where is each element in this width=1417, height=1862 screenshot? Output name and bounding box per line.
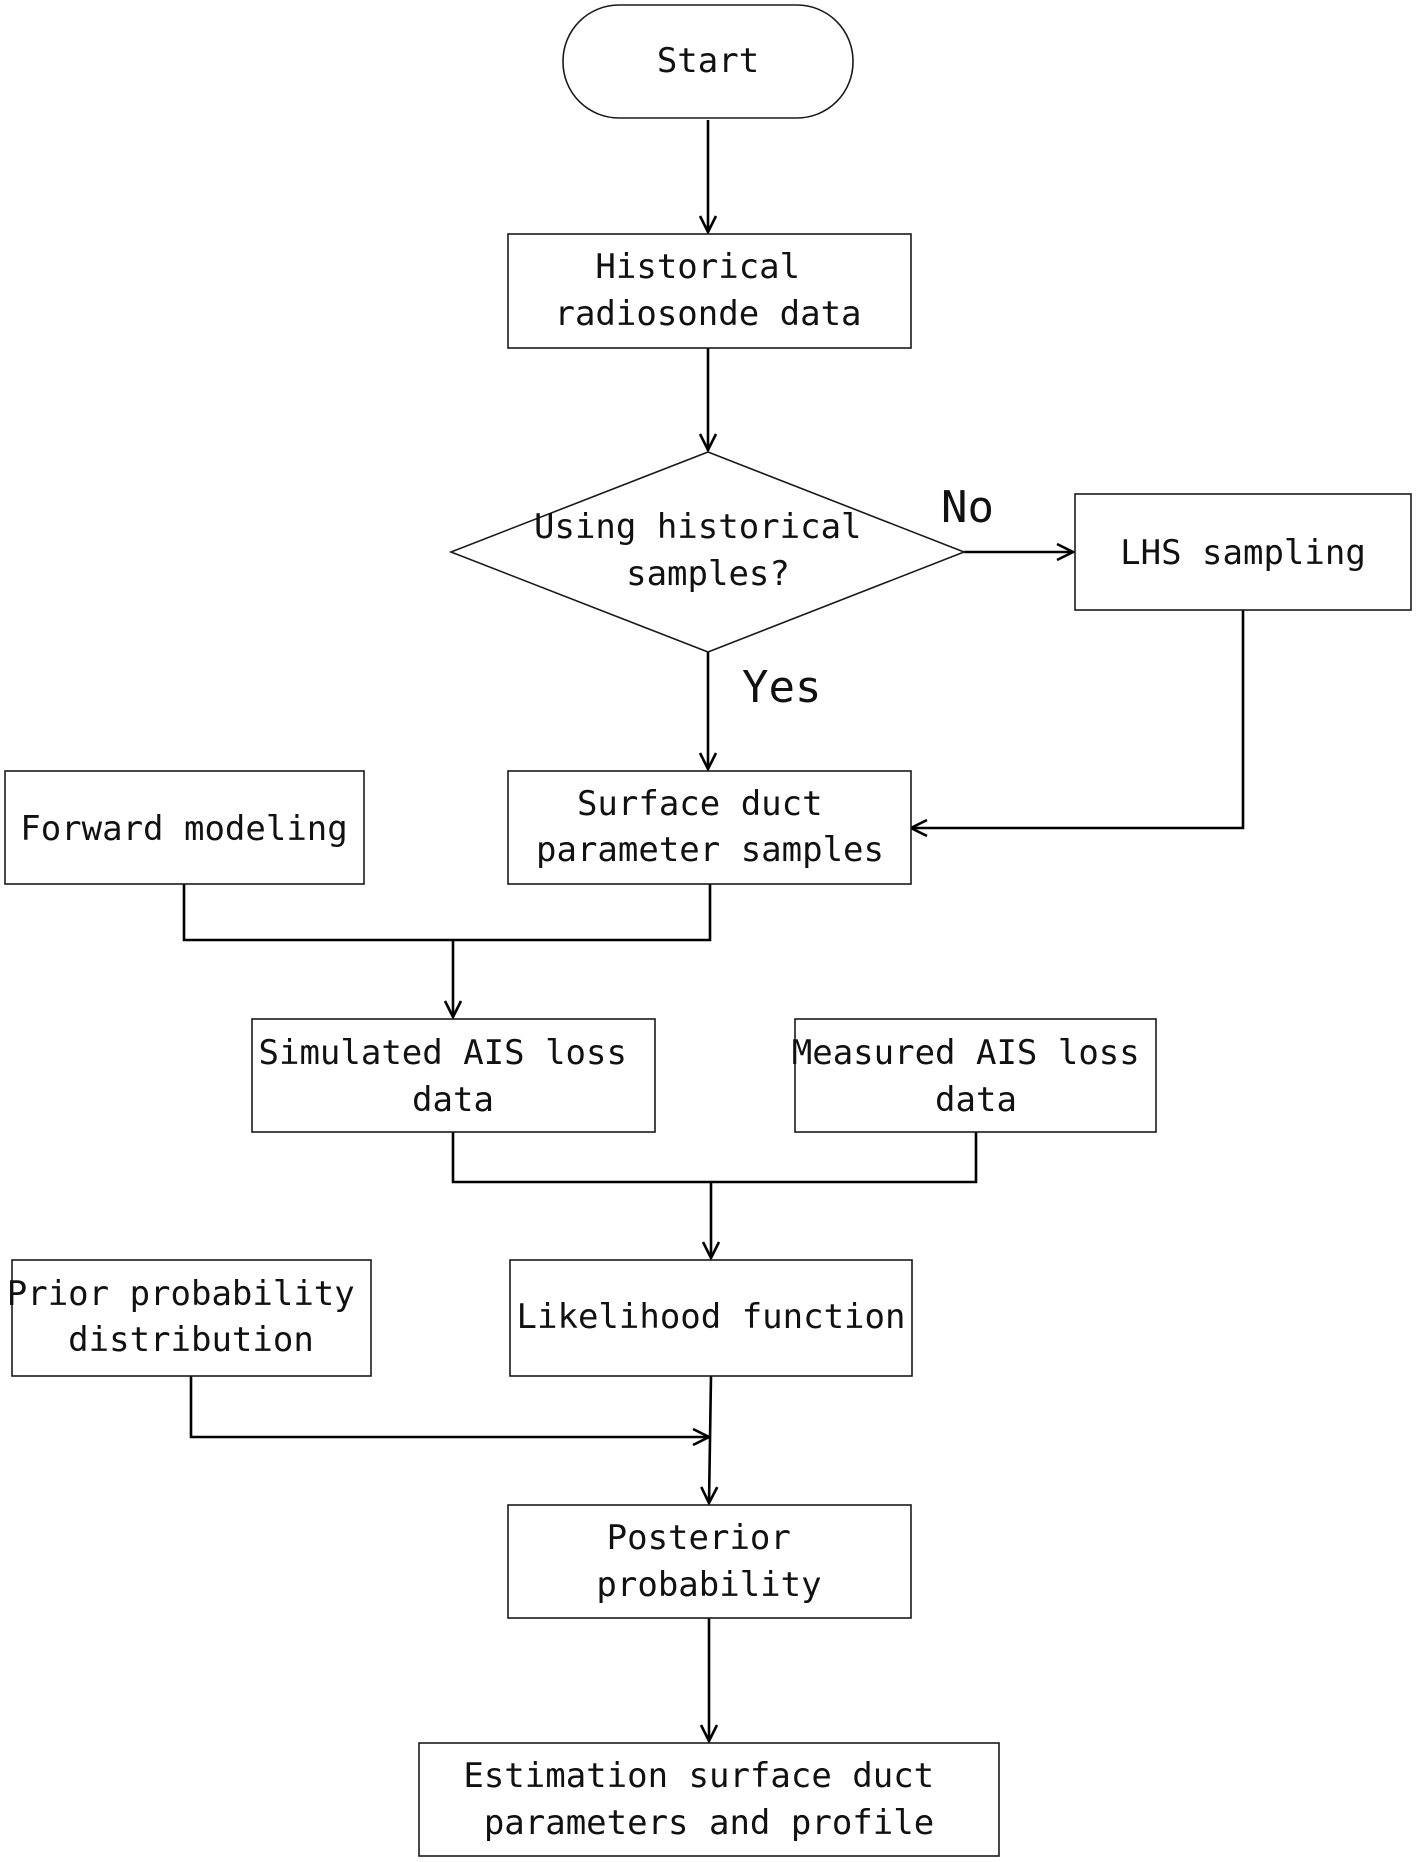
node-start-label: Start	[657, 41, 759, 81]
node-simulated-ais-loss-data: Simulated AIS loss data	[251, 1018, 656, 1133]
arrow-prior-to-merge	[189, 1376, 709, 1437]
process-box	[507, 1504, 912, 1619]
connector-forward-merge	[182, 884, 453, 942]
process-box	[11, 1259, 372, 1377]
process-box	[251, 1018, 656, 1133]
node-prior-probability-distribution: Prior probability distribution	[7, 1259, 375, 1377]
node-forward-label: Forward modeling	[20, 809, 348, 849]
node-lhs-sampling: LHS sampling	[1074, 493, 1412, 611]
node-lhs-label: LHS sampling	[1120, 533, 1366, 573]
process-box	[507, 233, 912, 349]
connector-samples-merge	[453, 884, 712, 942]
branch-label-no: No	[941, 482, 994, 533]
node-simulated-label: Simulated AIS loss data	[259, 1033, 648, 1120]
process-box	[509, 1259, 913, 1377]
node-historical-label: Historical radiosonde data	[554, 247, 861, 334]
process-box	[418, 1742, 1000, 1857]
connectors	[182, 120, 1245, 1741]
process-box	[794, 1018, 1157, 1133]
node-surface-duct-parameter-samples: Surface duct parameter samples	[507, 770, 912, 885]
node-historical-radiosonde-data: Historical radiosonde data	[507, 233, 912, 349]
decision-diamond	[448, 451, 967, 653]
node-measured-label: Measured AIS loss data	[792, 1033, 1160, 1120]
node-likelihood-function: Likelihood function	[509, 1259, 913, 1377]
node-measured-ais-loss-data: Measured AIS loss data	[792, 1018, 1160, 1133]
arrow-lhs-to-samples	[911, 610, 1245, 828]
process-box	[4, 770, 365, 885]
node-decision-using-historical-samples: Using historical samples?	[448, 451, 967, 653]
node-estimation-label: Estimation surface duct parameters and p…	[463, 1756, 954, 1843]
node-likelihood-label: Likelihood function	[517, 1297, 906, 1337]
node-prior-label: Prior probability distribution	[7, 1274, 375, 1360]
branch-label-yes: Yes	[742, 662, 821, 713]
connector-simulated-merge	[451, 1132, 978, 1184]
process-box	[507, 770, 912, 885]
node-estimation-surface-duct-parameters: Estimation surface duct parameters and p…	[418, 1742, 1000, 1857]
node-forward-modeling: Forward modeling	[4, 770, 365, 885]
node-posterior-label: Posterior probability	[596, 1518, 821, 1605]
node-posterior-probability: Posterior probability	[507, 1504, 912, 1619]
process-box	[1074, 493, 1412, 611]
arrow-likelihood-to-posterior	[709, 1375, 711, 1503]
node-samples-label: Surface duct parameter samples	[536, 784, 884, 870]
node-start: Start	[562, 4, 854, 119]
terminal-shape	[562, 4, 854, 119]
node-decision-label: Using historical samples?	[534, 507, 882, 594]
